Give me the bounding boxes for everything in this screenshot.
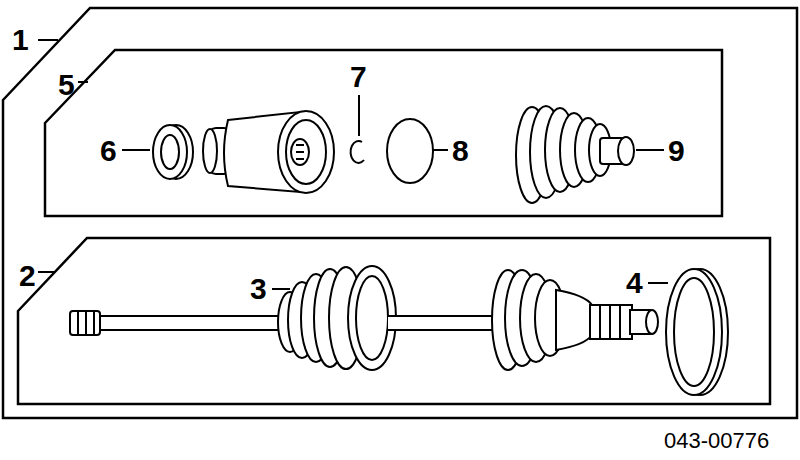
joint-boot	[516, 106, 634, 203]
panel-border	[18, 238, 770, 404]
leader-line	[38, 39, 58, 41]
seal-ring	[153, 125, 193, 179]
figure-code: 043-00776	[664, 430, 769, 452]
subassembly-panel: 2	[15, 236, 773, 408]
panel-outline	[0, 5, 800, 423]
stop-ring	[387, 119, 433, 183]
subassembly-panel: 5	[40, 48, 725, 220]
callout-number: 1	[12, 25, 29, 55]
joint-housing	[203, 111, 334, 193]
callout-number: 2	[19, 261, 36, 291]
leader-line	[122, 149, 150, 151]
circlip	[351, 141, 364, 163]
leader-line	[636, 149, 664, 151]
callout-number: 5	[58, 70, 75, 100]
callout-number: 6	[100, 136, 117, 166]
callout-number: 3	[250, 274, 267, 304]
callout-number: 4	[626, 268, 643, 298]
panel-border	[3, 8, 797, 418]
leader-line	[358, 95, 360, 136]
panel-outline	[40, 48, 725, 220]
dust-ring	[666, 269, 728, 395]
panel-border	[45, 50, 722, 216]
leader-line	[272, 288, 290, 290]
assembly-frame: 15 2	[0, 5, 800, 423]
panel-outline	[15, 236, 773, 408]
leader-line	[38, 271, 55, 273]
inner-boot	[278, 266, 430, 370]
leader-line	[648, 282, 668, 284]
callout-number: 8	[452, 136, 469, 166]
callout-number: 9	[668, 136, 685, 166]
callout-number: 7	[350, 62, 367, 92]
